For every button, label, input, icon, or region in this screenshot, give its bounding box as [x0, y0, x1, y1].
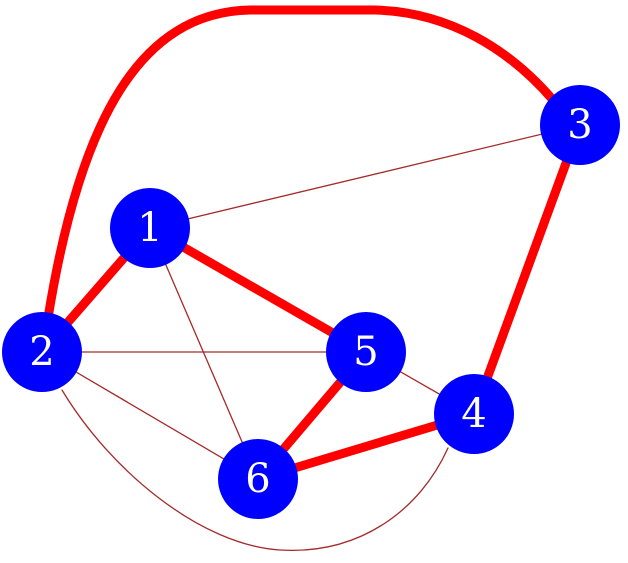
node-3-label: 3	[567, 102, 592, 148]
node-4: 4	[434, 374, 514, 454]
node-6: 6	[218, 439, 298, 519]
node-5-label: 5	[353, 329, 378, 375]
edge-2-6	[41, 351, 259, 480]
node-4-label: 4	[461, 391, 486, 437]
nodes: 1 2 3 4 5 6	[2, 85, 620, 519]
edge-3-4	[469, 120, 585, 419]
edges	[37, 5, 585, 551]
node-3: 3	[540, 85, 620, 165]
edge-1-6	[149, 227, 259, 480]
node-1: 1	[110, 188, 190, 268]
node-1-label: 1	[137, 205, 162, 251]
node-5: 5	[326, 312, 406, 392]
node-2: 2	[2, 312, 82, 392]
edge-1-3	[149, 124, 581, 229]
node-6-label: 6	[245, 456, 270, 502]
node-2-label: 2	[29, 329, 54, 375]
edge-2-3	[43, 5, 558, 323]
edge-1-5	[145, 223, 371, 357]
edge-2-4	[61, 389, 449, 551]
